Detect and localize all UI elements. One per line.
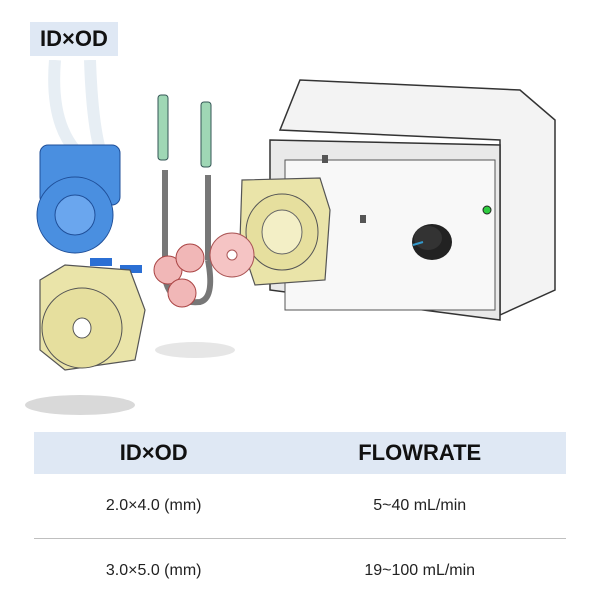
pump-exploded-illustration xyxy=(0,60,600,430)
header-flowrate: FLOWRATE xyxy=(273,432,566,474)
indicator-led-icon xyxy=(483,206,491,214)
table-header-row: ID×OD FLOWRATE xyxy=(34,432,566,474)
knob-icon xyxy=(412,224,452,260)
pump-head-yellow-icon xyxy=(40,265,145,370)
flowrate-spec-table: ID×OD FLOWRATE 2.0×4.0 (mm) 5~40 mL/min … xyxy=(34,432,566,603)
cell-id-od: 2.0×4.0 (mm) xyxy=(34,474,273,539)
cell-id-od: 3.0×5.0 (mm) xyxy=(34,539,273,603)
header-id-od: ID×OD xyxy=(34,432,273,474)
pump-head-blue-icon xyxy=(37,60,142,273)
cell-flowrate: 5~40 mL/min xyxy=(273,474,566,539)
pump-head-yellow-icon xyxy=(240,178,330,285)
cell-flowrate: 19~100 mL/min xyxy=(273,539,566,603)
id-od-badge: ID×OD xyxy=(30,22,118,56)
tube-connector-icon xyxy=(158,95,211,167)
table-row: 3.0×5.0 (mm) 19~100 mL/min xyxy=(34,539,566,603)
table-row: 2.0×4.0 (mm) 5~40 mL/min xyxy=(34,474,566,539)
